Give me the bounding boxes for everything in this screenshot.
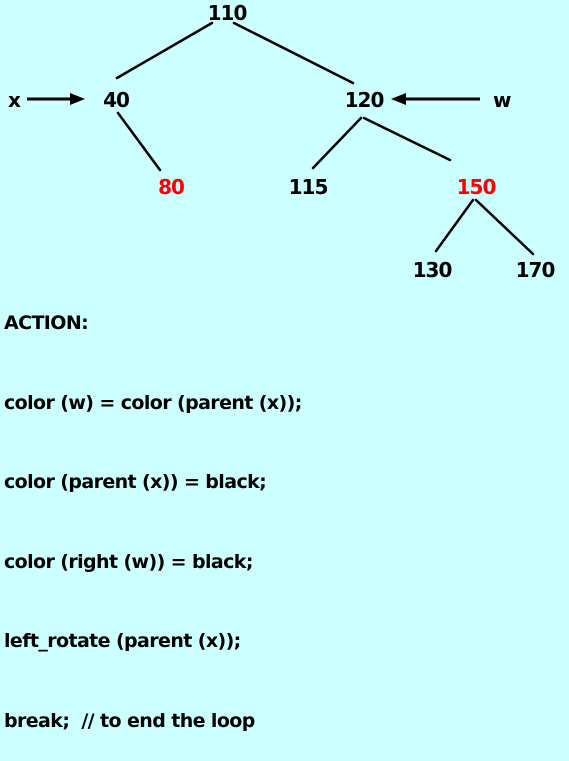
edge-110-40 [115, 21, 214, 80]
pointer-x: x [8, 88, 85, 112]
node-120: 120 [345, 88, 384, 112]
action-block: ACTION: color (w) = color (parent (x)); … [4, 257, 302, 761]
action-heading: ACTION: [4, 312, 89, 334]
tree-edges [115, 21, 535, 256]
edge-150-130 [434, 198, 475, 253]
node-130: 130 [413, 258, 452, 282]
tree-nodes: 110 40 120 80 115 150 130 170 [103, 1, 555, 282]
edge-40-80 [116, 111, 162, 172]
node-170: 170 [516, 258, 555, 282]
node-115: 115 [289, 175, 328, 199]
edge-110-120 [232, 21, 355, 85]
node-40: 40 [103, 88, 129, 112]
red-black-tree-diagram: x w 110 40 120 80 115 150 130 170 [8, 1, 555, 282]
pointer-w-label: w [493, 88, 511, 112]
action-line: color (right (w)) = black; [4, 550, 253, 573]
action-line: left_rotate (parent (x)); [4, 630, 241, 652]
pointer-x-arrowhead [70, 93, 85, 105]
pointer-x-label: x [8, 88, 21, 112]
node-150: 150 [457, 175, 496, 199]
node-80: 80 [158, 175, 184, 199]
edge-120-150 [362, 116, 452, 162]
edge-150-170 [474, 198, 535, 256]
edge-120-115 [311, 116, 363, 170]
pointer-w-arrowhead [391, 93, 406, 105]
pointer-w: w [391, 88, 511, 112]
node-110: 110 [208, 1, 247, 25]
action-line: color (w) = color (parent (x)); [4, 391, 302, 414]
action-line: color (parent (x)) = black; [4, 471, 267, 493]
action-line: break; // to end the loop [4, 709, 255, 732]
